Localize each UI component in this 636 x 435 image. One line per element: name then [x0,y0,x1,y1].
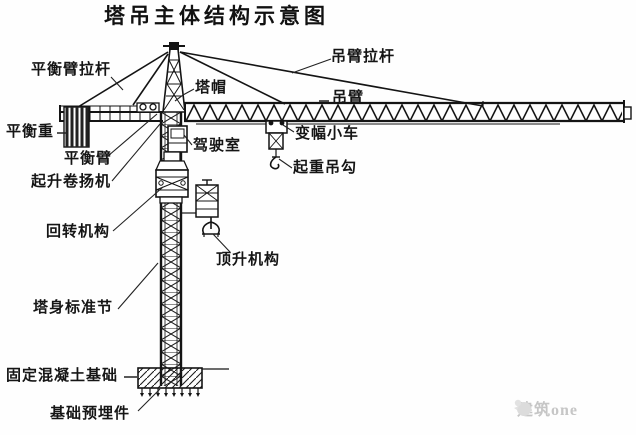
label-jib-tie-rod: 吊臂拉杆 [331,49,396,65]
label-lifting-hook: 起重吊勾 [293,160,358,176]
tower-cap [162,42,186,113]
label-mast-standard-section: 塔身标准节 [33,300,114,316]
watermark-text: 建筑one [517,402,579,419]
label-counter-jib-tie-rod: 平衡臂拉杆 [31,62,112,78]
label-counter-jib: 平衡臂 [64,151,113,167]
jib-truss [184,100,632,125]
watermark: 建筑one [512,396,578,420]
leader-lines [57,58,332,412]
label-counterweight: 平衡重 [6,124,55,140]
cab [167,125,188,153]
label-slewing-mechanism: 回转机构 [46,224,111,240]
anchor-bolts [141,388,199,393]
hoist-winch-unit [136,102,160,113]
label-foundation-embedded-parts: 基础预埋件 [50,406,131,422]
foundation [137,367,229,397]
label-trolley: 变幅小车 [295,126,360,142]
page-title: 塔吊主体结构示意图 [104,4,329,28]
tie-rods [77,51,484,108]
counterweight-blocks [63,106,90,148]
label-jacking-mechanism: 顶升机构 [216,252,281,268]
slewing-unit [154,151,190,204]
label-jib: 吊臂 [332,90,365,106]
label-hoist-winch: 起升卷扬机 [31,174,112,190]
label-fixed-concrete-foundation: 固定混凝土基础 [6,368,119,384]
hook-unit [269,149,280,170]
jacking-unit [181,179,220,237]
label-tower-cap: 塔帽 [195,80,228,96]
label-cab: 驾驶室 [193,138,242,154]
trolley-unit [265,120,288,150]
